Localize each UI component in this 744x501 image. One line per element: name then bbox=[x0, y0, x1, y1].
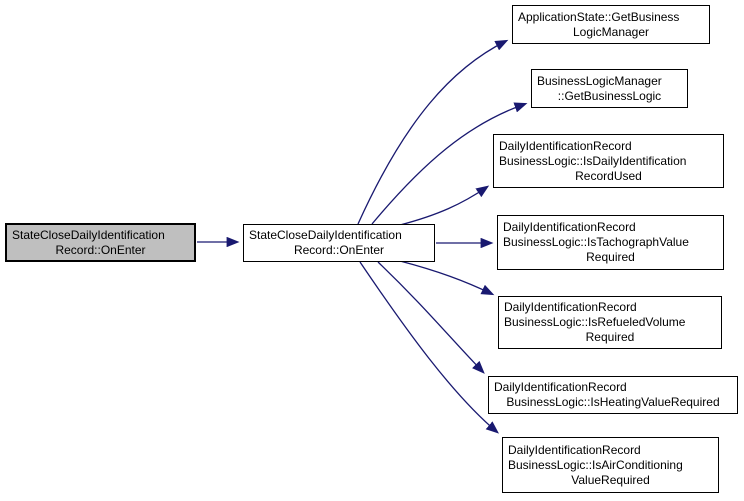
graph-node-label-line: ValueRequired bbox=[571, 472, 650, 487]
graph-node-label-line: BusinessLogic::IsAirConditioning bbox=[508, 457, 683, 472]
edge-hub-state-close-daily-identification-record-on-enter-to-is-daily-identification-record-used bbox=[399, 185, 490, 226]
edge-hub-state-close-daily-identification-record-on-enter-to-is-air-conditioning-value-required bbox=[359, 261, 499, 434]
graph-node-label-line: ::GetBusinessLogic bbox=[557, 88, 662, 103]
graph-node-label-line: Required bbox=[586, 250, 635, 264]
edge-hub-state-close-daily-identification-record-on-enter-to-get-business-logic bbox=[371, 102, 528, 225]
graph-node-label-line: StateCloseDailyIdentification bbox=[249, 228, 402, 242]
graph-node-label-line: BusinessLogicManager bbox=[537, 73, 662, 88]
graph-node-label-line: BusinessLogic::IsTachographValue bbox=[503, 235, 689, 249]
edge-hub-state-close-daily-identification-record-on-enter-to-get-business-logic-manager bbox=[357, 39, 509, 225]
graph-node-label-line: DailyIdentificationRecord bbox=[494, 380, 627, 394]
graph-node-label-line: BusinessLogic::IsRefueledVolume bbox=[504, 315, 686, 329]
graph-node-label-line: DailyIdentificationRecord bbox=[503, 220, 636, 234]
graph-node-label-line: Required bbox=[585, 330, 635, 344]
graph-node-label-line: LogicManager bbox=[572, 24, 650, 39]
graph-node-label-line: DailyIdentificationRecord bbox=[504, 300, 637, 314]
graph-node-label-line: DailyIdentificationRecord bbox=[508, 442, 641, 457]
graph-node-label-line: BusinessLogic::IsDailyIdentification bbox=[499, 153, 687, 168]
edge-hub-state-close-daily-identification-record-on-enter-to-is-refueled-volume-required bbox=[399, 260, 495, 296]
graph-node-label-line: BusinessLogic::IsHeatingValueRequired bbox=[506, 395, 720, 409]
graph-node-get-business-logic[interactable]: BusinessLogicManager::GetBusinessLogic bbox=[531, 69, 688, 108]
graph-node-label-line: Record::OnEnter bbox=[55, 242, 146, 257]
graph-node-label-line: StateCloseDailyIdentification bbox=[12, 227, 165, 242]
graph-node-label-line: ApplicationState::GetBusiness bbox=[518, 9, 680, 24]
graph-node-label-line: Record::OnEnter bbox=[293, 243, 385, 257]
graph-node-label-line: RecordUsed bbox=[575, 168, 642, 183]
edge-hub-state-close-daily-identification-record-on-enter-to-is-heating-value-required bbox=[377, 261, 485, 374]
graph-node-label-line: DailyIdentificationRecord bbox=[499, 138, 632, 153]
